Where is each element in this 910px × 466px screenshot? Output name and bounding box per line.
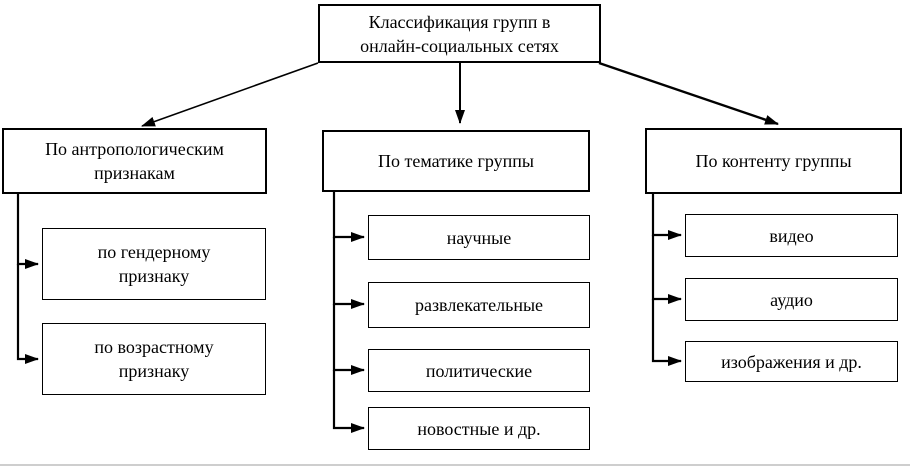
- category-content: По контенту группы: [645, 128, 902, 194]
- root-node-label: Классификация групп в онлайн-социальных …: [360, 11, 559, 56]
- category-label: По тематике группы: [378, 151, 534, 171]
- category-topic: По тематике группы: [322, 130, 590, 192]
- leaf-label: аудио: [770, 289, 813, 310]
- elbow-topic-news: [332, 370, 365, 433]
- elbow-content-images: [651, 299, 682, 366]
- arrow-root-to-content: [598, 61, 779, 126]
- elbow-content-video: [651, 193, 682, 240]
- leaf-gender-attribute: по гендерному признаку: [42, 228, 266, 300]
- elbow-topic-political: [332, 304, 365, 375]
- leaf-political: политические: [368, 349, 590, 392]
- category-label: По антропологическим признакам: [45, 139, 224, 183]
- leaf-entertainment: развлекательные: [368, 282, 590, 328]
- leaf-label: по гендерному признаку: [97, 242, 211, 286]
- category-anthropological: По антропологическим признакам: [2, 128, 267, 194]
- elbow-content-audio: [651, 235, 682, 304]
- leaf-news: новостные и др.: [368, 407, 590, 450]
- leaf-label: развлекательные: [414, 295, 544, 315]
- elbow-anthropological-age: [16, 264, 39, 364]
- leaf-video: видео: [685, 214, 898, 257]
- leaf-label: политические: [425, 360, 533, 381]
- leaf-label: видео: [769, 225, 814, 246]
- elbow-anthropological-gender: [16, 193, 39, 269]
- leaf-science: научные: [368, 215, 590, 260]
- elbow-topic-science: [332, 192, 365, 242]
- leaf-label: новостные и др.: [417, 418, 541, 439]
- leaf-age-attribute: по возрастному признаку: [42, 323, 266, 395]
- scan-edge-artifact: [0, 464, 910, 466]
- leaf-label: по возрастному признаку: [94, 337, 214, 381]
- leaf-label: изображения и др.: [721, 351, 862, 372]
- elbow-topic-entertainment: [332, 237, 365, 309]
- category-label: По контенту группы: [695, 151, 852, 171]
- leaf-label: научные: [446, 227, 512, 248]
- leaf-audio: аудио: [685, 278, 898, 321]
- leaf-images: изображения и др.: [685, 341, 898, 382]
- arrow-root-to-anthropological: [141, 62, 319, 127]
- root-node: Классификация групп в онлайн-социальных …: [318, 4, 601, 63]
